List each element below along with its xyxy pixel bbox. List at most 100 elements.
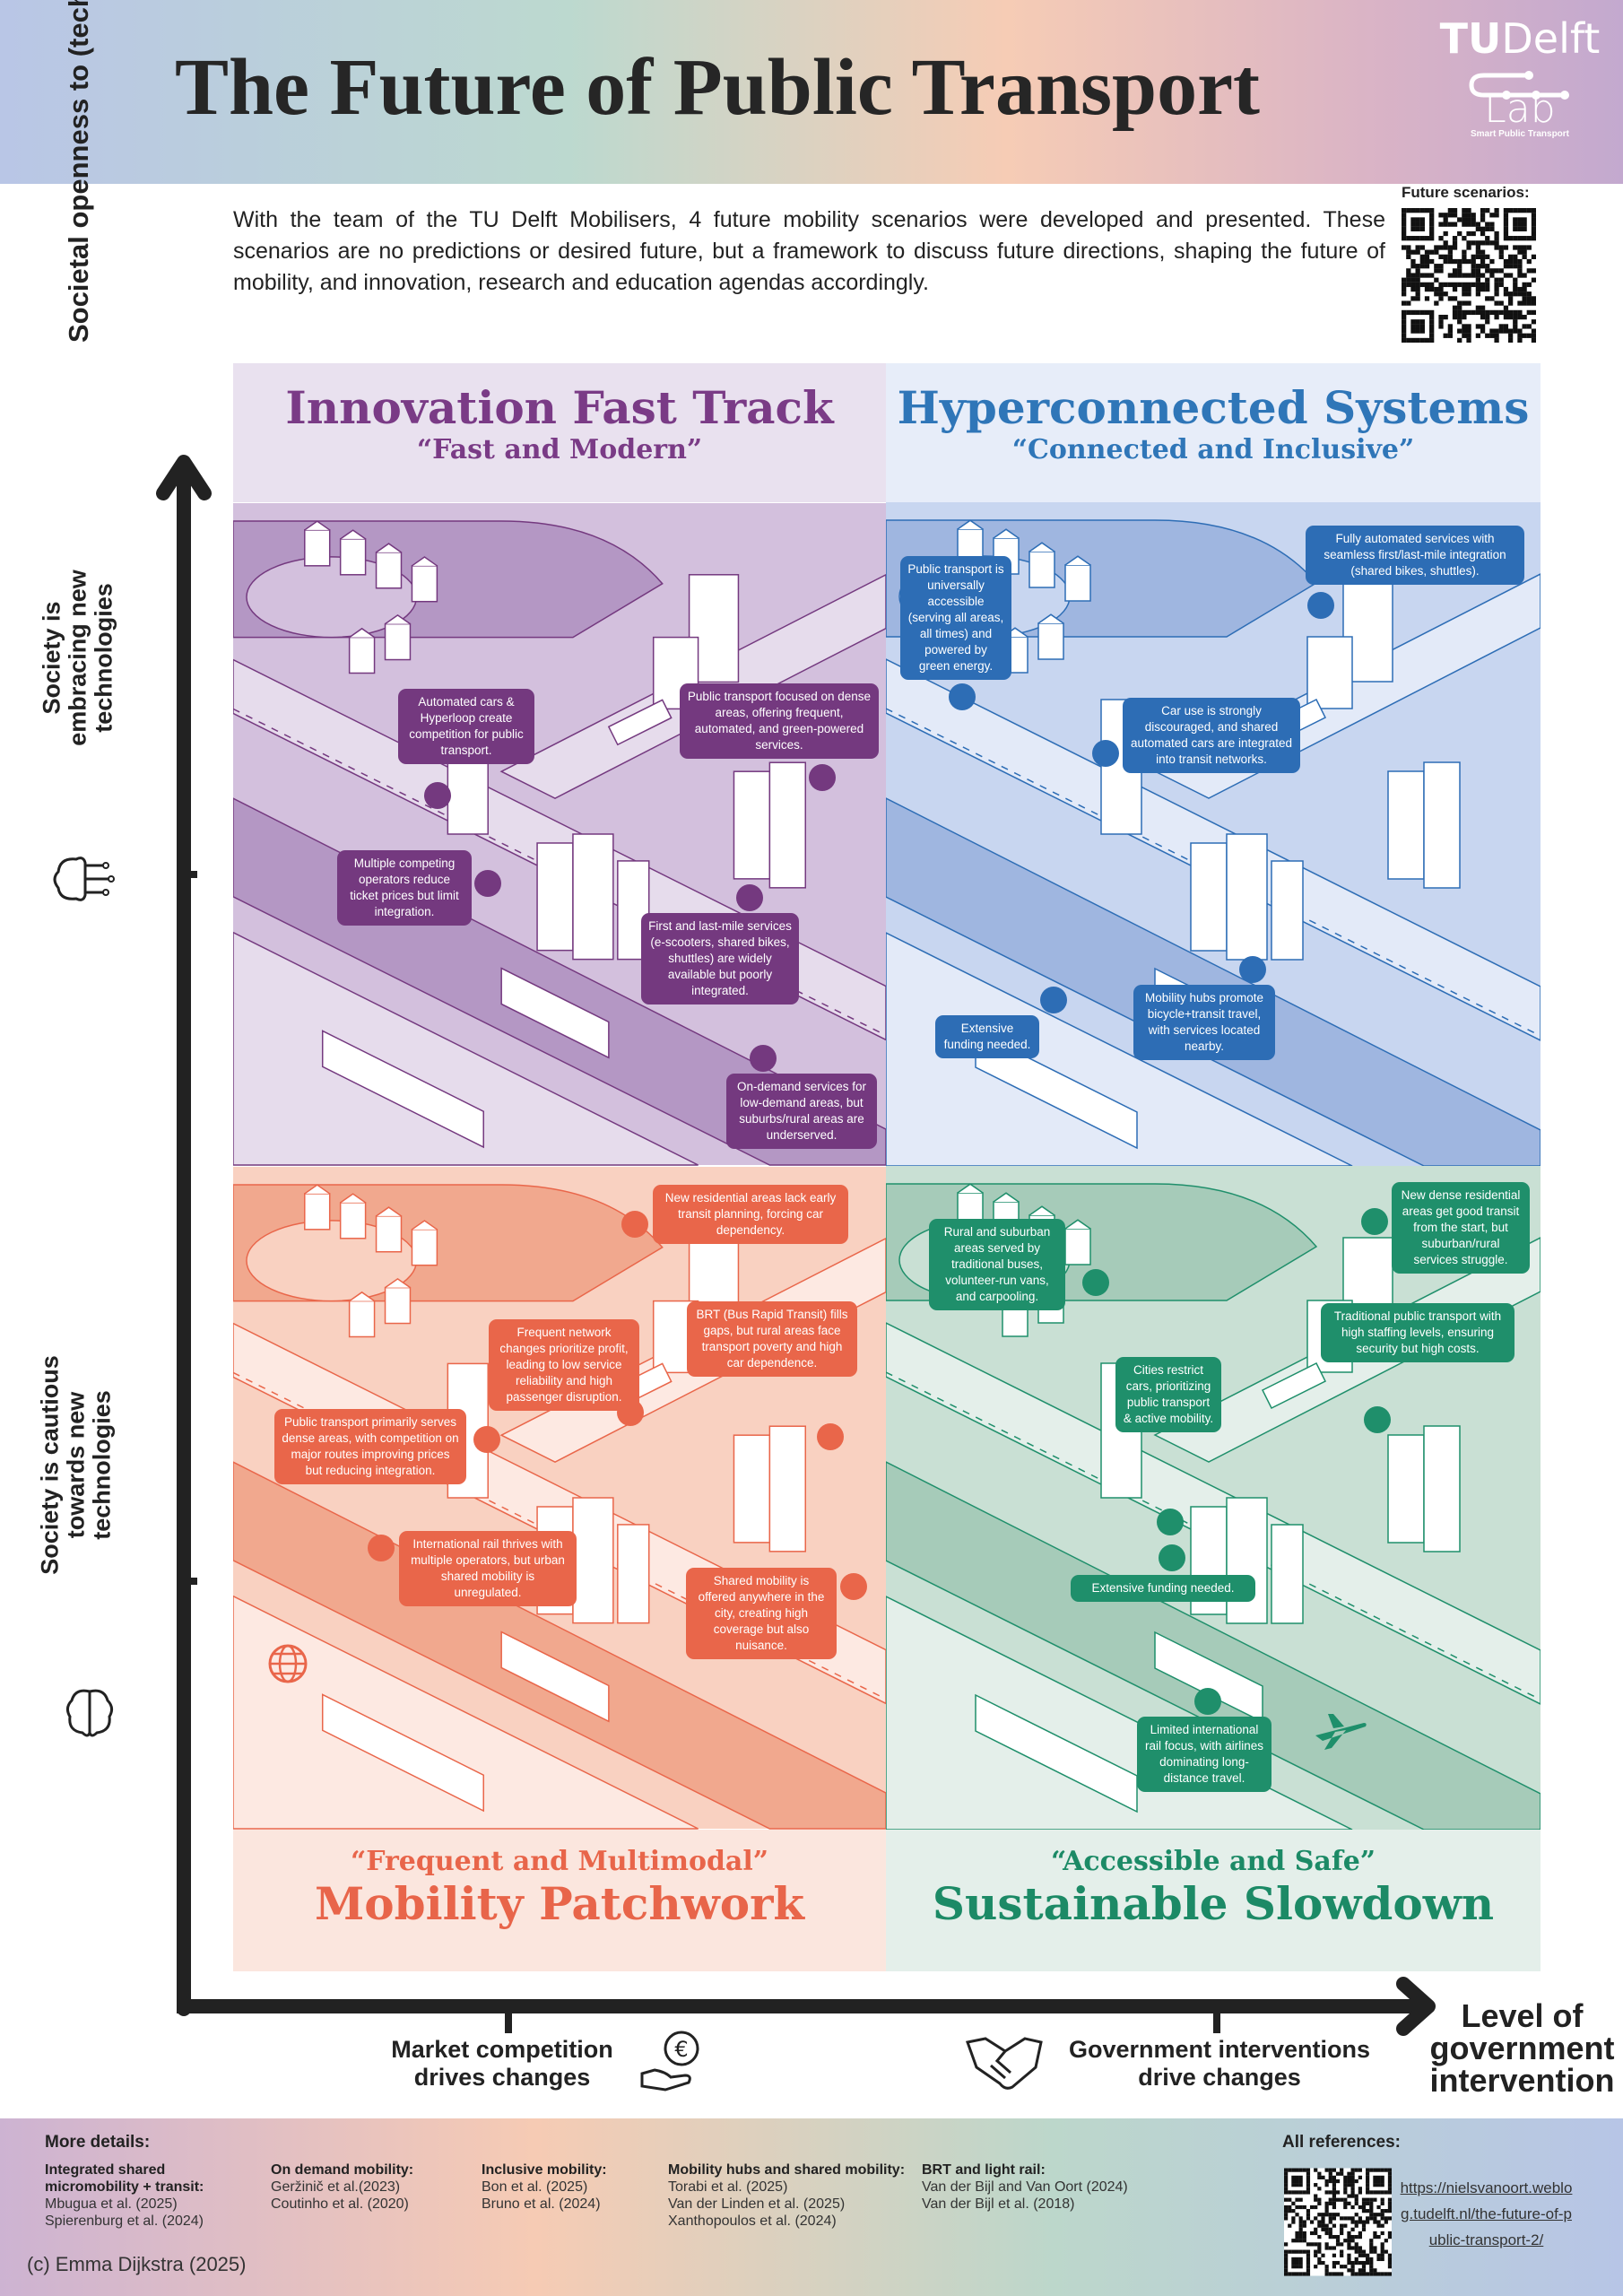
tudelft-lab-logo: TUDelft Lab Smart Public Transport [1439, 14, 1601, 139]
reference-heading: BRT and light rail: [922, 2162, 1046, 2178]
callout-patchwork: Public transport primarily serves dense … [274, 1409, 466, 1484]
building [1226, 1497, 1268, 1624]
marker-dot[interactable] [473, 1426, 500, 1453]
building [339, 1202, 367, 1239]
quadrant-innovation-header [233, 363, 886, 502]
handshake-icon [966, 2037, 1043, 2090]
marker-dot[interactable] [949, 683, 976, 710]
building [572, 1497, 614, 1624]
marker-dot[interactable] [474, 870, 501, 897]
marker-dot[interactable] [1194, 1688, 1221, 1715]
building [384, 1286, 412, 1325]
euro-hand-icon: € [640, 2031, 699, 2092]
marker-dot[interactable] [1307, 592, 1334, 619]
reference-item: Geržinič et al.(2023) [271, 2179, 401, 2195]
callout-patchwork: BRT (Bus Rapid Transit) fills gaps, but … [687, 1301, 857, 1377]
x-axis-title: Level of government intervention [1429, 1997, 1615, 2099]
callout-innovation: Multiple competing operators reduce tick… [337, 850, 472, 926]
reference-column: On demand mobility:Geržinič et al.(2023)… [271, 2161, 468, 2213]
reference-column: Mobility hubs and shared mobility:Torabi… [668, 2161, 910, 2230]
callout-hyperconnected: Extensive funding needed. [935, 1015, 1039, 1058]
building [1037, 622, 1064, 660]
reference-item: Mbugua et al. (2025) [45, 2196, 178, 2212]
callout-slowdown: Limited international rail focus, with a… [1137, 1717, 1271, 1792]
building [304, 529, 331, 567]
marker-dot[interactable] [368, 1535, 395, 1561]
marker-dot[interactable] [1361, 1208, 1388, 1235]
building [733, 1434, 771, 1544]
callout-slowdown: Traditional public transport with high s… [1321, 1303, 1515, 1362]
building [348, 1300, 376, 1338]
marker-dot[interactable] [1040, 987, 1067, 1013]
building [1306, 636, 1353, 709]
references-link[interactable]: https://nielsvanoort.weblog.tudelft.nl/t… [1400, 2179, 1573, 2248]
qr-code-icon[interactable] [1284, 2166, 1392, 2278]
y-axis-low-label: Society is cautious towards new technolo… [36, 1355, 116, 1575]
header-banner [0, 0, 1623, 184]
marker-dot[interactable] [1364, 1406, 1391, 1433]
illustration-innovation [233, 502, 886, 1166]
marker-dot[interactable] [817, 1423, 844, 1450]
building [572, 833, 614, 961]
network-line-icon [1469, 71, 1569, 100]
quadrant-hyperconnected-title: Hyperconnected Systems“Connected and Inc… [897, 381, 1530, 465]
marker-dot[interactable] [1239, 956, 1266, 983]
building [304, 1193, 331, 1231]
reference-heading: On demand mobility: [271, 2162, 414, 2178]
quadrant-slowdown-title: “Accessible and Safe”Sustainable Slowdow… [932, 1846, 1495, 1930]
building [1190, 842, 1228, 952]
x-axis-low-label: Market competition drives changes [391, 2036, 613, 2091]
building [1387, 770, 1425, 880]
reference-heading: Mobility hubs and shared mobility: [668, 2162, 906, 2178]
reference-item: Xanthopoulos et al. (2024) [668, 2213, 837, 2229]
qr-code-icon[interactable] [1402, 208, 1536, 343]
callout-patchwork: Shared mobility is offered anywhere in t… [686, 1568, 837, 1659]
building [768, 761, 806, 889]
reference-column: Integrated shared micromobility + transi… [45, 2161, 260, 2230]
marker-dot[interactable] [1159, 1544, 1185, 1571]
callout-slowdown: Cities restrict cars, prioritizing publi… [1115, 1357, 1221, 1432]
illustration-patchwork [233, 1166, 886, 1830]
marker-dot[interactable] [840, 1573, 867, 1600]
marker-dot[interactable] [424, 782, 451, 809]
marker-dot[interactable] [750, 1045, 777, 1072]
qr-label: Future scenarios: [1402, 184, 1530, 201]
callout-innovation: Public transport focused on dense areas,… [680, 683, 879, 759]
building [375, 552, 403, 589]
marker-dot[interactable] [736, 884, 763, 911]
reference-item: Van der Linden et al. (2025) [668, 2196, 846, 2212]
brain-icon [65, 1689, 114, 1737]
more-details-heading: More details: [45, 2133, 151, 2152]
building [1028, 551, 1055, 588]
reference-item: Van der Bijl and Van Oort (2024) [922, 2179, 1128, 2195]
reference-item: Bruno et al. (2024) [482, 2196, 601, 2212]
building [733, 770, 771, 880]
marker-dot[interactable] [809, 764, 836, 791]
reference-column: Inclusive mobility:Bon et al. (2025)Brun… [482, 2161, 661, 2213]
marker-dot[interactable] [621, 1211, 648, 1238]
svg-text:€: € [674, 2037, 688, 2062]
marker-dot[interactable] [1092, 740, 1119, 767]
callout-innovation: Automated cars & Hyperloop create compet… [398, 689, 534, 764]
airplane-icon [1315, 1714, 1367, 1750]
reference-item: Spierenburg et al. (2024) [45, 2213, 204, 2229]
intro-text: With the team of the TU Delft Mobilisers… [233, 207, 1385, 295]
y-axis-high-label: Society is embracing new technologies [38, 570, 117, 746]
building [375, 1215, 403, 1253]
building [1271, 1524, 1304, 1624]
quadrant-innovation-title: Innovation Fast Track“Fast and Modern” [285, 381, 834, 465]
callout-innovation: On-demand services for low-demand areas,… [726, 1074, 877, 1149]
callout-hyperconnected: Mobility hubs promote bicycle+transit tr… [1133, 985, 1275, 1060]
building [1271, 860, 1304, 961]
building [1226, 833, 1268, 961]
all-references-heading: All references: [1282, 2133, 1402, 2152]
marker-dot[interactable] [1157, 1509, 1184, 1535]
bus [607, 699, 673, 746]
marker-dot[interactable] [1082, 1269, 1109, 1296]
callout-innovation: First and last-mile services (e-scooters… [641, 913, 799, 1004]
building [617, 1524, 650, 1624]
copyright: (c) Emma Dijkstra (2025) [27, 2253, 247, 2275]
building [536, 842, 574, 952]
callout-patchwork: Frequent network changes prioritize prof… [489, 1319, 639, 1411]
building [339, 538, 367, 576]
